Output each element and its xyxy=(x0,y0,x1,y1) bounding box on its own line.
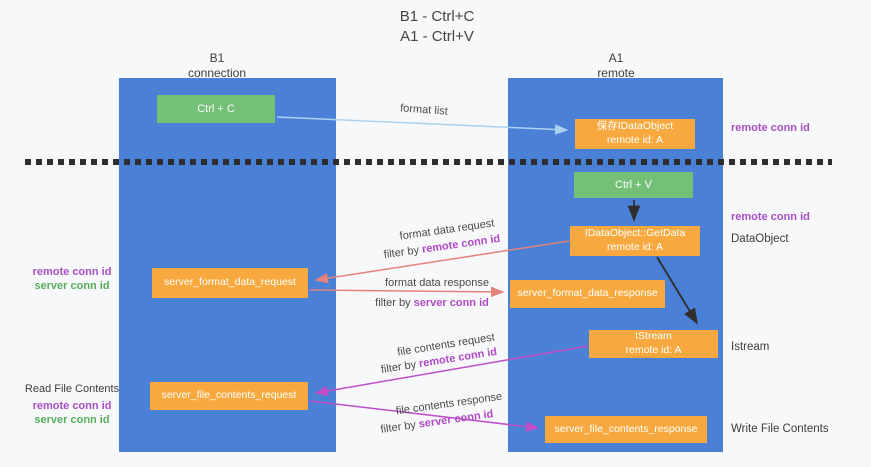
node-istream: IStream remote id: A xyxy=(589,330,718,358)
annotation-left-server-conn-id: server conn id xyxy=(34,279,110,292)
diagram-title: B1 - Ctrl+C A1 - Ctrl+V xyxy=(337,7,537,48)
annotation-dataobject: DataObject xyxy=(731,233,789,245)
server-format-data-request-label: server_format_data_request xyxy=(164,276,296,289)
filter-prefix: filter by xyxy=(379,418,420,436)
annotation-read-file-contents: Read File Contents xyxy=(24,383,120,395)
annotation-read-file-contents-block: Read File Contents remote conn id server… xyxy=(22,383,122,427)
label-format-data-response: format data response xyxy=(385,277,489,289)
filter-prefix: filter by xyxy=(383,243,423,262)
lane-header-b1: B1 connection xyxy=(167,51,267,80)
node-server-file-contents-response: server_file_contents_response xyxy=(545,416,707,443)
annotation-write-file-contents: Write File Contents xyxy=(731,423,829,435)
server-format-data-response-label: server_format_data_response xyxy=(517,287,658,300)
getdata-line2: remote id: A xyxy=(606,241,664,253)
dashed-separator xyxy=(25,159,832,165)
ctrl-c-label: Ctrl + C xyxy=(197,102,235,115)
node-save-idataobject: 保存IDataObject remote id: A xyxy=(575,119,695,149)
filter-prefix: filter by xyxy=(375,297,414,309)
annotation-remote-conn-id-top: remote conn id xyxy=(731,122,810,134)
ctrl-v-label: Ctrl + V xyxy=(615,178,652,191)
lane-a1-subtitle: remote xyxy=(597,65,635,80)
title-line-2: A1 - Ctrl+V xyxy=(400,28,474,46)
save-idataobject-line1: 保存IDataObject xyxy=(596,120,674,133)
server-file-contents-response-label: server_file_contents_response xyxy=(554,422,698,435)
annotation-left-server-conn-id-2: server conn id xyxy=(34,413,110,426)
node-server-format-data-request: server_format_data_request xyxy=(152,268,308,298)
node-server-file-contents-request: server_file_contents_request xyxy=(150,382,308,410)
label-format-list: format list xyxy=(399,102,449,118)
node-ctrl-v: Ctrl + V xyxy=(574,172,693,198)
annotation-istream: Istream xyxy=(731,341,770,353)
lane-a1-title: A1 xyxy=(608,51,624,65)
node-server-format-data-response: server_format_data_response xyxy=(510,280,665,308)
annotation-remote-conn-id-mid: remote conn id xyxy=(731,211,810,223)
lane-b1-title: B1 xyxy=(209,51,225,65)
annotation-left-conn-ids: remote conn id server conn id xyxy=(22,266,122,294)
istream-line2: remote id: A xyxy=(625,344,682,356)
getdata-line1: IDataObject::GetData xyxy=(584,227,686,240)
node-idataobject-getdata: IDataObject::GetData remote id: A xyxy=(570,226,700,256)
node-ctrl-c: Ctrl + C xyxy=(157,95,275,123)
arrow-format-data-response xyxy=(309,286,505,298)
istream-line1: IStream xyxy=(635,330,672,343)
save-idataobject-line2: remote id: A xyxy=(606,134,664,146)
lane-b1-subtitle: connection xyxy=(187,65,247,80)
filter-prefix: filter by xyxy=(380,358,421,377)
label-filter-server-1: filter by server conn id xyxy=(375,297,489,309)
title-line-1: B1 - Ctrl+C xyxy=(399,8,475,25)
annotation-left-remote-conn-id-2: remote conn id xyxy=(32,399,112,412)
lane-header-a1: A1 remote xyxy=(566,51,666,80)
annotation-left-remote-conn-id: remote conn id xyxy=(32,266,112,278)
server-file-contents-request-label: server_file_contents_request xyxy=(161,389,297,402)
filter-key-server-conn-id: server conn id xyxy=(413,297,489,309)
